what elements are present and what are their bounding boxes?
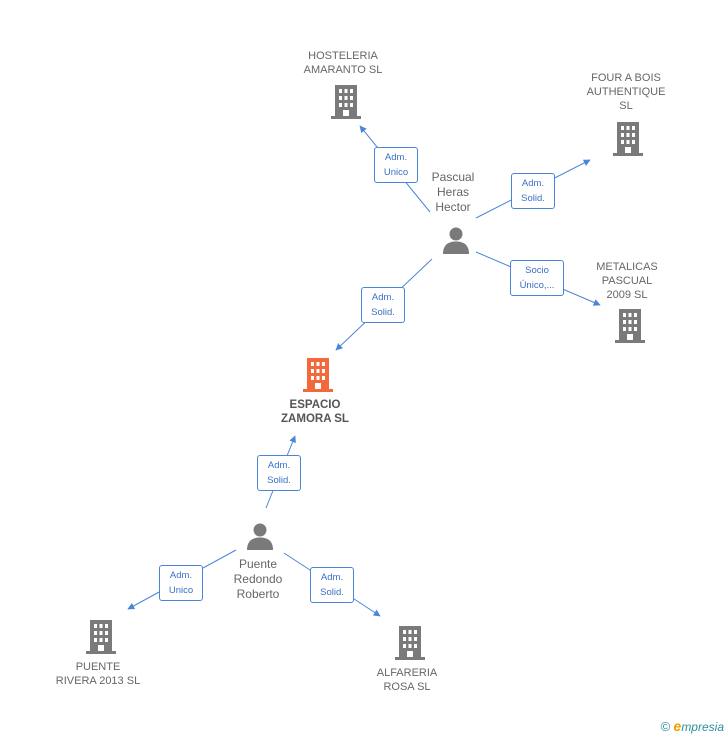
company-label-hosteleria[interactable]: HOSTELERIA AMARANTO SL [303, 50, 383, 76]
company-label-alfareria[interactable]: ALFARERIA ROSA SL [376, 667, 438, 693]
building-icon-espacio[interactable] [303, 358, 333, 392]
empresia-logo-text: mpresia [681, 720, 724, 734]
edge-label-pascual-metalicas: Socio Único,... [510, 260, 564, 296]
edge-label-pascual-espacio: Adm. Solid. [361, 287, 405, 323]
company-label-espacio[interactable]: ESPACIO ZAMORA SL [281, 399, 349, 425]
person-label-puente-redondo[interactable]: Puente Redondo Roberto [233, 557, 283, 601]
company-label-metalicas[interactable]: METALICAS PASCUAL 2009 SL [596, 261, 658, 301]
building-icon-alfareria[interactable] [395, 626, 425, 660]
company-label-puente-rivera[interactable]: PUENTE RIVERA 2013 SL [55, 661, 141, 687]
edge-label-redondo-rivera: Adm. Unico [159, 565, 203, 601]
person-icon-pascual[interactable] [442, 226, 470, 254]
building-icon-puente-rivera[interactable] [86, 620, 116, 654]
empresia-watermark: © empresia [661, 718, 724, 734]
person-label-pascual[interactable]: Pascual Heras Hector [431, 170, 475, 214]
company-label-four-a-bois[interactable]: FOUR A BOIS AUTHENTIQUE SL [586, 72, 666, 112]
empresia-logo-initial: e [673, 718, 682, 734]
building-icon-four-a-bois[interactable] [613, 122, 643, 156]
building-icon-hosteleria[interactable] [331, 85, 361, 119]
edge-label-redondo-alfareria: Adm. Solid. [310, 567, 354, 603]
person-icon-puente-redondo[interactable] [246, 522, 274, 550]
copyright-symbol: © [660, 719, 671, 734]
edge-label-pascual-hosteleria: Adm. Unico [374, 147, 418, 183]
edge-label-redondo-espacio: Adm. Solid. [257, 455, 301, 491]
edge-label-pascual-four: Adm. Solid. [511, 173, 555, 209]
building-icon-metalicas[interactable] [615, 309, 645, 343]
